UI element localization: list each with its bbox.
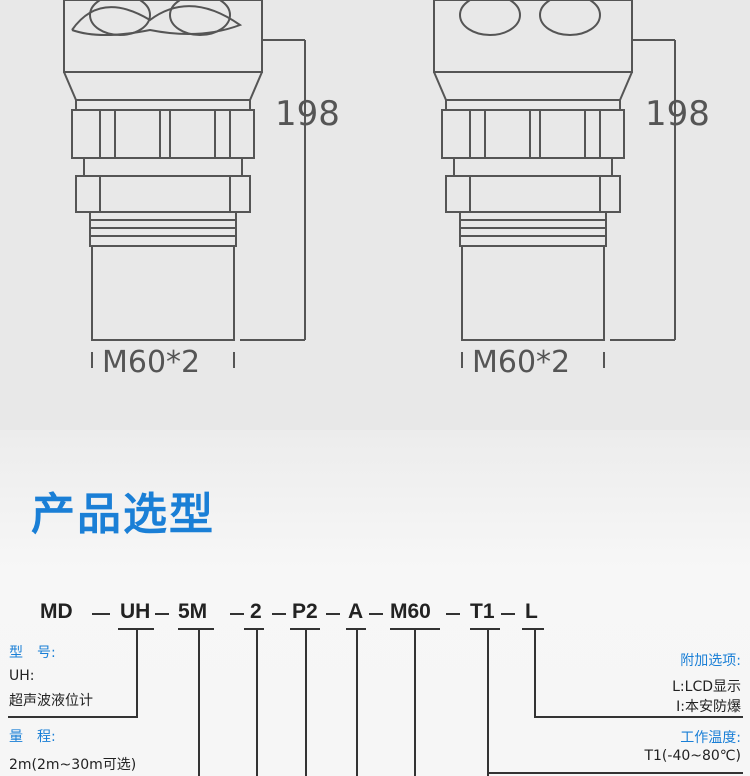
code-segment-uh: UH	[120, 600, 151, 623]
selection-section	[0, 430, 750, 776]
code-dash	[272, 613, 286, 615]
code-dash	[230, 613, 244, 615]
model-desc-label: 超声波液位计	[9, 693, 93, 709]
options-title: 附加选项:	[680, 653, 741, 669]
code-segment-md: MD	[40, 600, 73, 623]
temp-title: 工作温度:	[680, 730, 741, 746]
code-dash	[446, 613, 460, 615]
left-dimension-label: 198	[275, 94, 340, 134]
code-segment-p2: P2	[292, 600, 318, 623]
uh-connector-h	[8, 716, 138, 718]
temp-connector-h	[487, 772, 743, 774]
technical-drawing: 198 198 M60*2 M60*2	[0, 0, 750, 430]
options-connector	[534, 628, 536, 717]
right-sensor	[433, 0, 676, 368]
sensor-outline-drawing: 198 198 M60*2 M60*2	[63, 0, 710, 380]
model-code-label: UH:	[9, 668, 35, 684]
range-value: 2m(2m~30m可选)	[9, 757, 137, 773]
code-segment-2: 2	[250, 600, 262, 623]
segment-connector	[305, 628, 307, 776]
right-dimension-label: 198	[645, 94, 710, 134]
segment-underline	[178, 628, 214, 630]
left-sensor	[63, 0, 306, 368]
range-connector	[198, 628, 200, 776]
section-title: 产品选型	[31, 489, 215, 540]
code-segment-m60: M60	[390, 600, 431, 623]
temp-value: T1(-40~80℃)	[644, 748, 741, 764]
segment-underline	[244, 628, 264, 630]
options-connector-h	[534, 716, 743, 718]
segment-underline	[522, 628, 544, 630]
code-segment-t1: T1	[470, 600, 495, 623]
code-dash	[501, 613, 515, 615]
segment-connector	[356, 628, 358, 776]
uh-connector	[136, 628, 138, 718]
segment-underline	[470, 628, 500, 630]
segment-connector	[414, 628, 416, 776]
model-title: 型 号:	[9, 645, 56, 661]
code-dash	[92, 613, 110, 615]
code-dash	[326, 613, 340, 615]
code-segment-l: L	[525, 600, 538, 623]
option-ex: I:本安防爆	[676, 699, 741, 715]
right-thread-label: M60*2	[472, 345, 570, 380]
temp-connector	[487, 628, 489, 776]
code-dash	[155, 613, 169, 615]
code-segment-a: A	[348, 600, 364, 623]
left-thread-label: M60*2	[102, 345, 200, 380]
code-dash	[369, 613, 383, 615]
option-lcd: L:LCD显示	[672, 679, 741, 695]
range-title: 量 程:	[9, 729, 56, 745]
code-segment-range: 5M	[178, 600, 208, 623]
segment-connector	[256, 628, 258, 776]
